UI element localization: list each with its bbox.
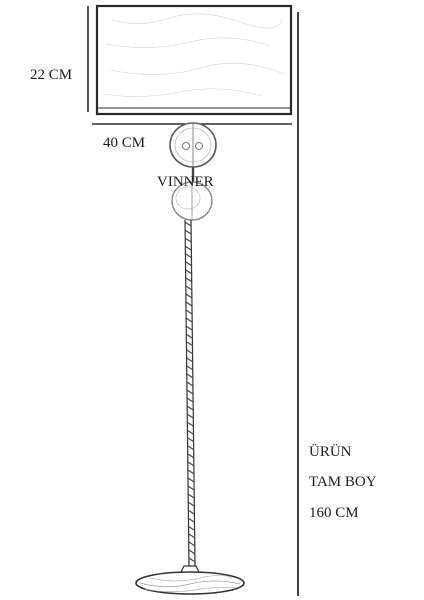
lamp-shade [95,4,293,116]
twisted-stem [184,219,196,567]
lamp-base [135,565,245,595]
total-height-label-line3: 160 CM [309,505,359,521]
shade-height-label: 22 CM [30,67,73,83]
upper-glass-sphere [169,122,217,168]
brand-label: VINNER [157,174,214,190]
lower-glass-sphere [171,181,213,221]
shade-width-label: 40 CM [103,135,146,151]
total-height-label-line1: ÜRÜN [309,444,352,460]
total-height-label-line2: TAM BOY [309,474,377,490]
